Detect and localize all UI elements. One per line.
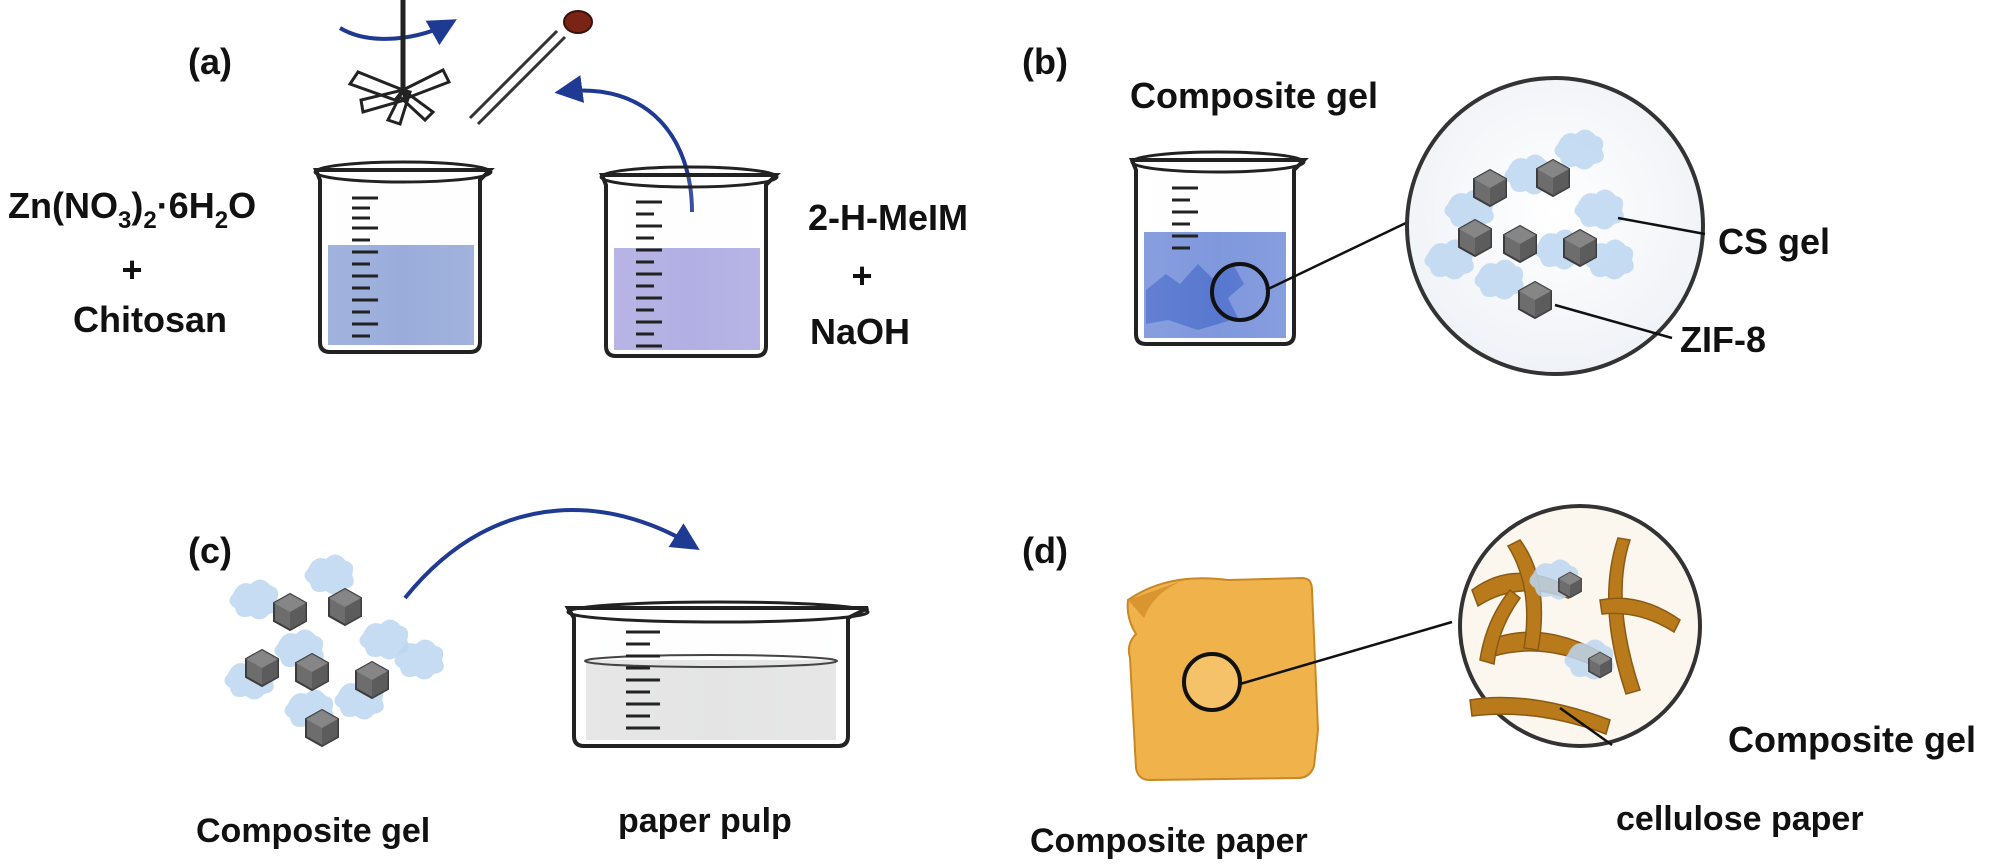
reagent-zinc-nitrate: Zn(NO3)2·6H2O [8, 185, 256, 234]
plus-sign: + [851, 255, 872, 296]
reagent-naoh: NaOH [810, 311, 910, 352]
composite-gel-caption: Composite gel [196, 812, 430, 850]
stirrer-icon [338, 0, 457, 126]
panel-c-label: (c) [188, 530, 232, 571]
beaker-icon [1129, 150, 1309, 346]
panel-c: (c) Composite gel paper pulp [188, 508, 870, 850]
composite-gel-title: Composite gel [1130, 75, 1378, 116]
composite-paper-caption: Composite paper [1030, 822, 1308, 860]
panel-d-label: (d) [1022, 530, 1068, 571]
magnifier-circle-icon [1458, 504, 1702, 748]
beaker-icon [564, 600, 870, 748]
composite-paper-sheet [1126, 576, 1320, 782]
panel-a-label: (a) [188, 41, 232, 82]
panel-d: (d) Composite gel cellulose paper [1022, 504, 1976, 860]
dropper-icon [468, 10, 593, 126]
composite-gel-callout: Composite gel [1728, 719, 1976, 760]
beaker-icon [313, 160, 495, 354]
cs-gel-callout: CS gel [1718, 221, 1830, 262]
composite-gel-cluster [224, 554, 444, 747]
plus-sign: + [121, 249, 142, 290]
beaker-icon [599, 165, 781, 358]
transfer-arrow [403, 508, 700, 600]
reagent-chitosan: Chitosan [73, 299, 227, 340]
panel-b-label: (b) [1022, 41, 1068, 82]
panel-b: (b) Composite gel CS gel ZIF-8 [1022, 41, 1830, 376]
zif8-callout: ZIF-8 [1680, 319, 1766, 360]
paper-pulp-caption: paper pulp [618, 802, 792, 840]
panel-a: (a) Zn(NO3)2·6H2O + Chitosan [8, 0, 968, 358]
cellulose-paper-callout: cellulose paper [1616, 800, 1864, 838]
reagent-methylimidazole: 2-H-MeIM [808, 197, 968, 238]
magnifier-circle-icon [1405, 76, 1705, 376]
